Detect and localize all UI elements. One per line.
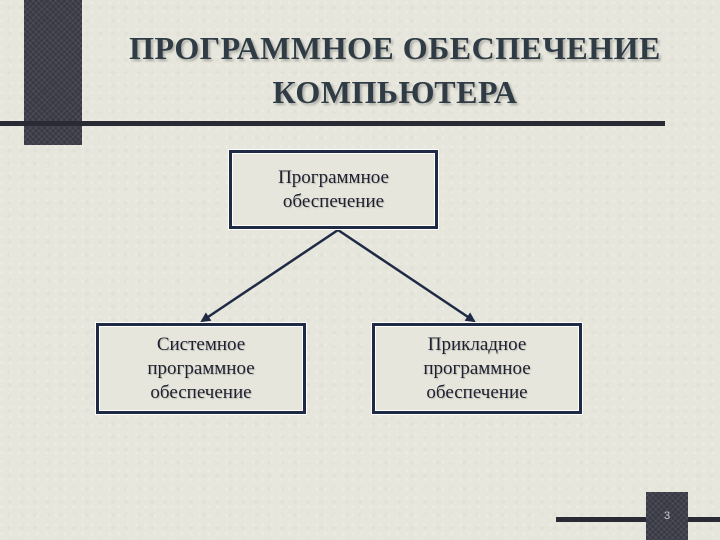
page-number-badge: 3 [646,492,688,540]
slide-title: ПРОГРАММНОЕ ОБЕСПЕЧЕНИЕ КОМПЬЮТЕРА [90,26,700,114]
page-number: 3 [663,510,671,522]
diagram-node-applied-software: Прикладное программное обеспечение [372,323,582,414]
slide-title-line-2: КОМПЬЮТЕРА [272,74,518,110]
node-label-line: обеспечение [426,381,528,403]
node-label-line: обеспечение [150,381,252,403]
diagram-node-software: Программное обеспечение [229,150,438,229]
arrow-to-applied-software [337,228,476,323]
title-underline [0,121,665,126]
diagram-node-system-software: Системное программное обеспечение [96,323,306,414]
footer-rule [556,517,720,522]
node-label-line: программное [147,357,255,379]
decorative-left-bar [24,0,82,145]
arrow-to-system-software [200,228,339,323]
node-label-line: Программное [278,166,389,188]
node-label-line: программное [423,357,531,379]
node-label-line: Прикладное [427,333,527,355]
slide-title-line-1: ПРОГРАММНОЕ ОБЕСПЕЧЕНИЕ [129,30,661,66]
node-label-line: обеспечение [282,190,385,212]
node-label-line: Системное [156,333,246,355]
